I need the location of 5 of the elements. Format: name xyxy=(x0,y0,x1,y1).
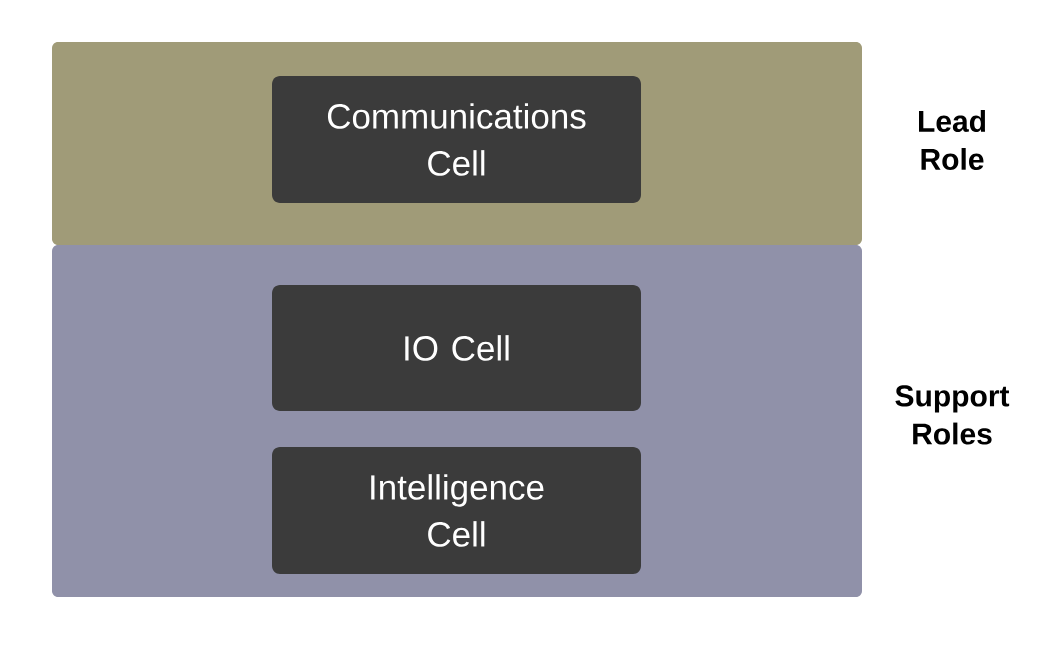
cell-box: IO Cell xyxy=(272,285,641,411)
role-label: Lead Role xyxy=(919,109,986,170)
role-label: Support Roles xyxy=(895,385,1010,445)
cell-box: Intelligence Cell xyxy=(272,447,641,574)
cell-box: Communications Cell xyxy=(272,76,641,203)
